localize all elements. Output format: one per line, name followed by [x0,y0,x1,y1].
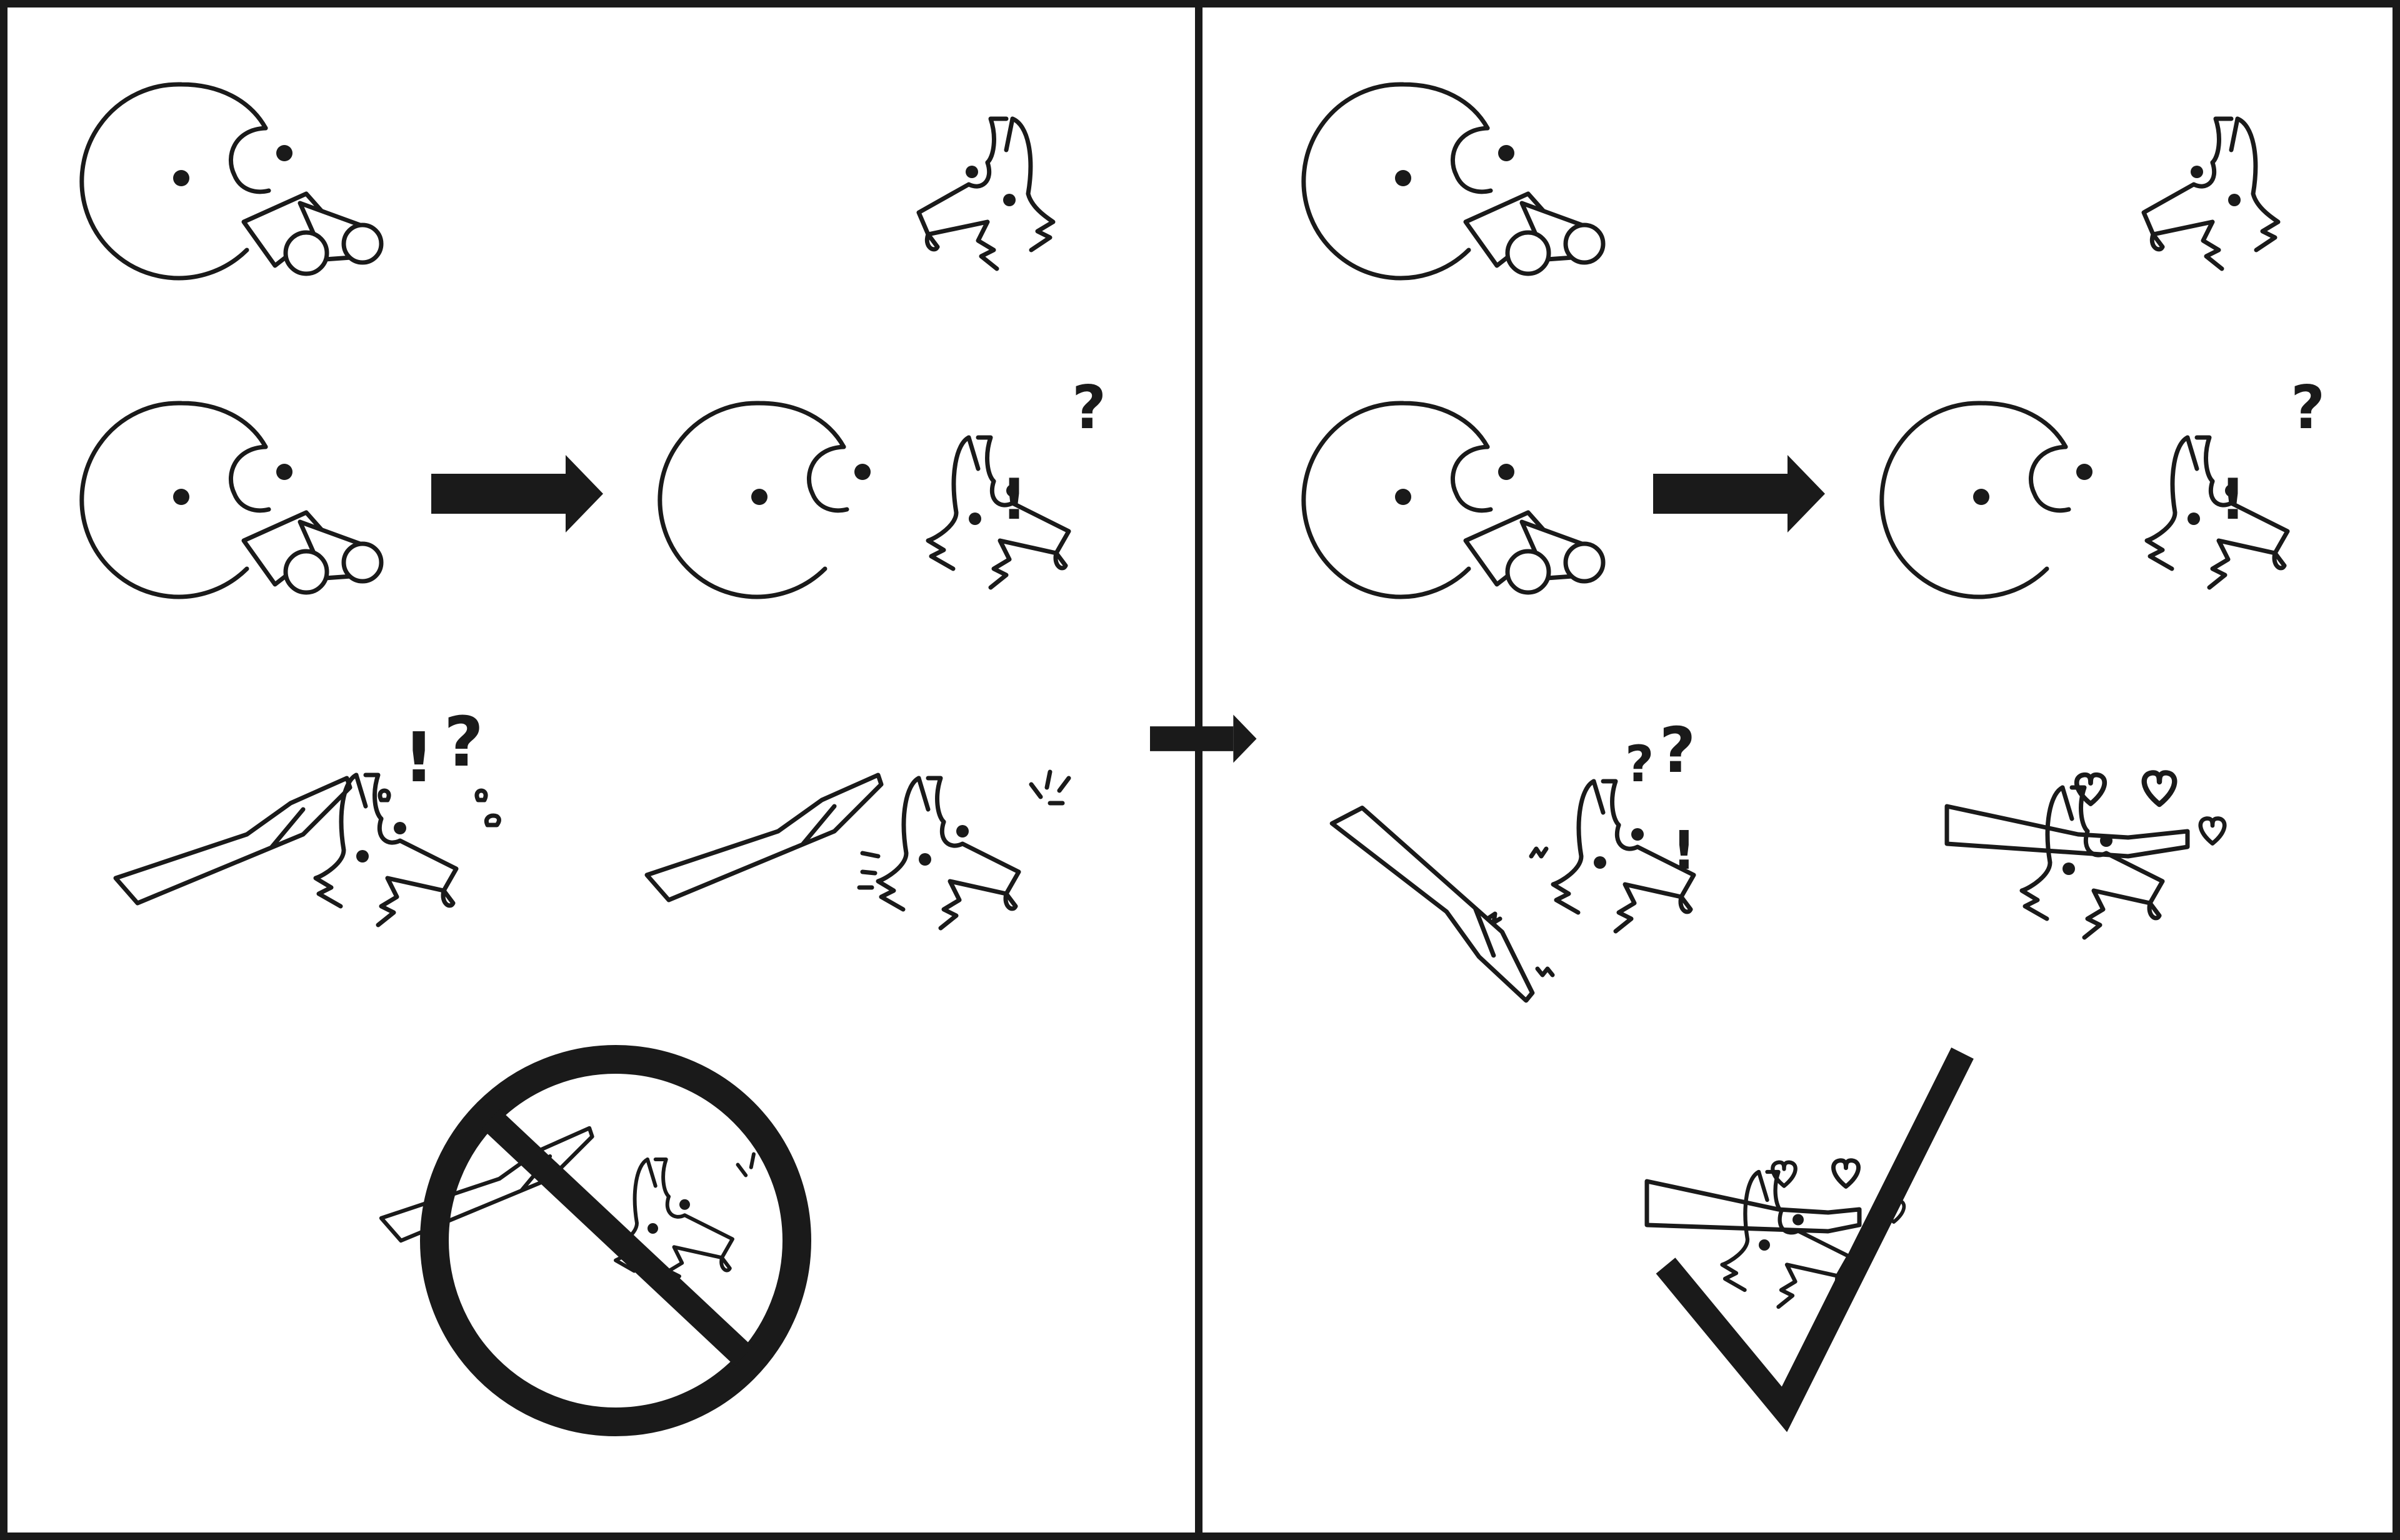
right-arrow-icon [1150,714,1257,763]
hand-reaching [116,778,350,903]
hand-reaching-2 [647,775,881,900]
question-glyph: ? [1659,714,1696,787]
no-symbol-icon [420,1045,811,1436]
hand-petting [1944,804,2190,859]
exclaim-glyph: ! [2220,467,2246,532]
exclaim-glyph: ! [1001,467,1027,532]
check-mark-icon [1656,1048,1974,1432]
dog-curious: ? ! [2147,374,2325,588]
arrow-icon [1653,455,1825,532]
question-glyph: ? [1625,735,1654,793]
approved-example [1644,1048,1974,1432]
dog-startled: ! ? [316,702,501,925]
dog-calm [919,119,1053,269]
arrow-icon [431,455,603,532]
exclaim-glyph: ! [403,718,434,798]
exclaim-glyph: ! [1672,820,1696,882]
observer-with-binoculars-2 [82,403,381,597]
observer-no-binoculars [660,403,871,597]
dog-curious: ? ! [928,374,1106,588]
right-panel: ? ! ? ? ! [1298,84,2325,1432]
dog-calm [2144,119,2278,269]
question-glyph: ? [444,702,484,782]
observer-with-binoculars-2 [1304,403,1603,597]
hand-offering [1298,800,1572,1002]
observer-with-binoculars [82,84,381,278]
heart-icon [2144,772,2175,804]
prohibited-example [381,1045,811,1436]
dog-sniffing: ? ? ! [1485,714,1696,978]
left-panel: ? ! ! ? [82,84,1106,1436]
observer-with-binoculars [1304,84,1603,278]
dog-defensive [857,769,1071,928]
heart-icon [2201,819,2224,844]
observer-no-binoculars [1882,403,2092,597]
question-glyph: ? [2291,374,2325,442]
question-glyph: ? [1072,374,1106,442]
